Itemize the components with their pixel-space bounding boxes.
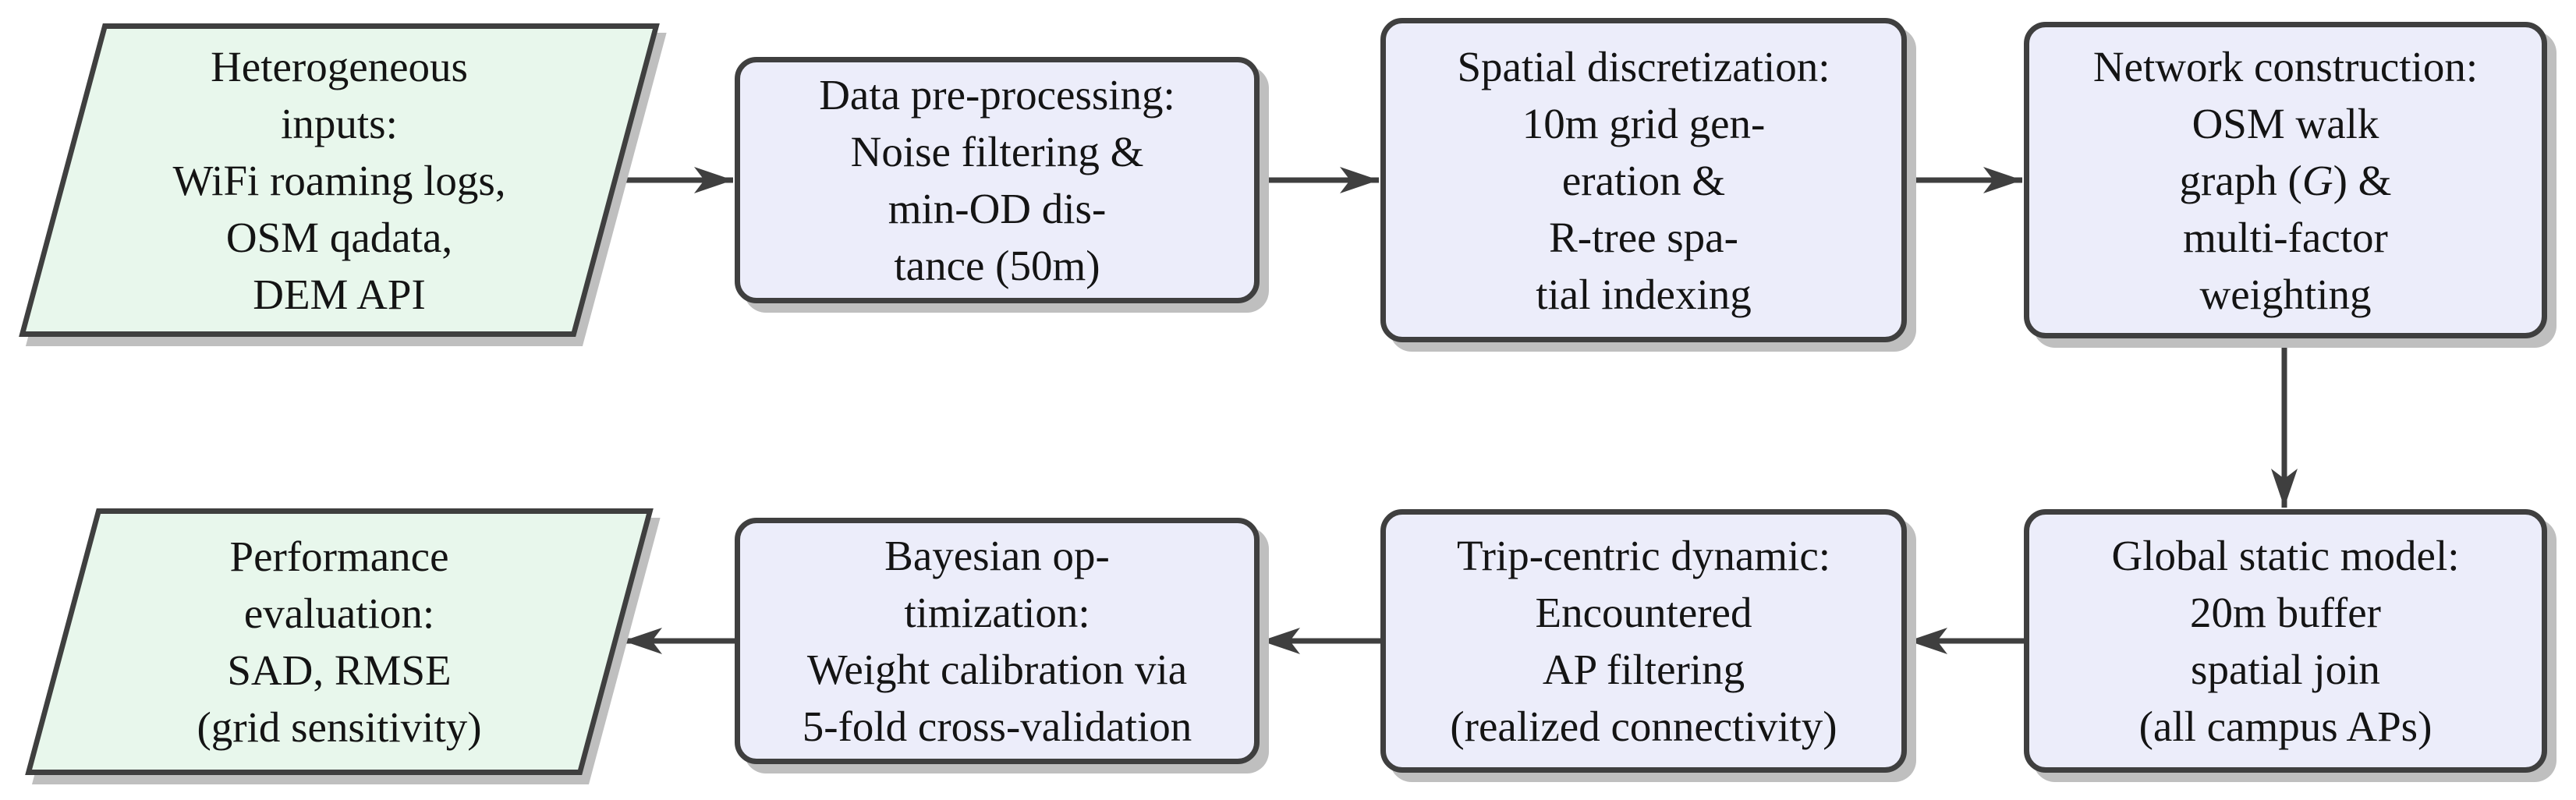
node-preprocessing: Data pre-processing: Noise filtering & m… [735, 57, 1260, 303]
node-discretization-line: eration & [1561, 156, 1726, 204]
node-discretization-line: Spatial discretization: [1457, 42, 1830, 90]
node-global-static-line: Global static model: [2111, 532, 2460, 579]
node-trip-centric-line: (realized connectivity) [1450, 703, 1837, 750]
graph-symbol: G [2301, 156, 2333, 204]
node-trip-centric-line: Encountered [1535, 589, 1752, 636]
node-trip-centric-line: Trip-centric dynamic: [1456, 532, 1831, 579]
node-network-line: Network construction: [2092, 42, 2479, 90]
node-network-line: weighting [2199, 270, 2372, 318]
node-trip-centric-line: AP filtering [1542, 646, 1745, 693]
node-evaluation-line: SAD, RMSE [227, 646, 452, 694]
node-trip-centric: Trip-centric dynamic: Encountered AP fil… [1380, 509, 1907, 773]
node-inputs: Heterogeneous inputs: WiFi roaming logs,… [61, 23, 618, 337]
node-discretization: Spatial discretization: 10m grid gen- er… [1380, 18, 1907, 342]
node-global-static-line: 20m buffer [2190, 589, 2381, 636]
node-inputs-line: DEM API [253, 270, 426, 318]
node-bayesian-line: 5-fold cross-validation [802, 703, 1192, 750]
node-bayesian: Bayesian op- timization: Weight calibrat… [735, 518, 1260, 764]
node-network-line: OSM walk [2192, 99, 2379, 147]
node-global-static-line: (all campus APs) [2138, 703, 2432, 750]
node-evaluation-line: Performance [229, 533, 449, 580]
node-preprocessing-line: Noise filtering & [850, 128, 1144, 175]
node-inputs-line: OSM qadata, [225, 213, 453, 261]
node-discretization-line: R-tree spa- [1549, 213, 1738, 261]
node-network-construction: Network construction: OSM walk graph (G)… [2024, 22, 2547, 338]
node-evaluation-line: evaluation: [243, 589, 435, 637]
node-network-line: multi-factor [2183, 213, 2388, 261]
node-discretization-line: 10m grid gen- [1522, 99, 1766, 147]
node-discretization-line: tial indexing [1536, 270, 1752, 318]
node-inputs-line: Heterogeneous [211, 42, 468, 90]
node-bayesian-line: Bayesian op- [884, 532, 1110, 579]
node-preprocessing-line: Data pre-processing: [819, 71, 1175, 119]
node-evaluation: Performance evaluation: SAD, RMSE (grid … [61, 508, 618, 775]
node-global-static-line: spatial join [2191, 646, 2380, 693]
node-inputs-line: inputs: [281, 99, 398, 147]
node-inputs-line: WiFi roaming logs, [172, 156, 506, 204]
node-evaluation-line: (grid sensitivity) [197, 703, 482, 751]
node-bayesian-line: Weight calibration via [806, 646, 1188, 693]
node-network-graph-line: graph (G) & [2179, 156, 2392, 204]
node-preprocessing-line: tance (50m) [894, 242, 1100, 289]
node-preprocessing-line: min-OD dis- [888, 185, 1107, 232]
node-global-static: Global static model: 20m buffer spatial … [2024, 509, 2547, 773]
node-bayesian-line: timization: [904, 589, 1090, 636]
